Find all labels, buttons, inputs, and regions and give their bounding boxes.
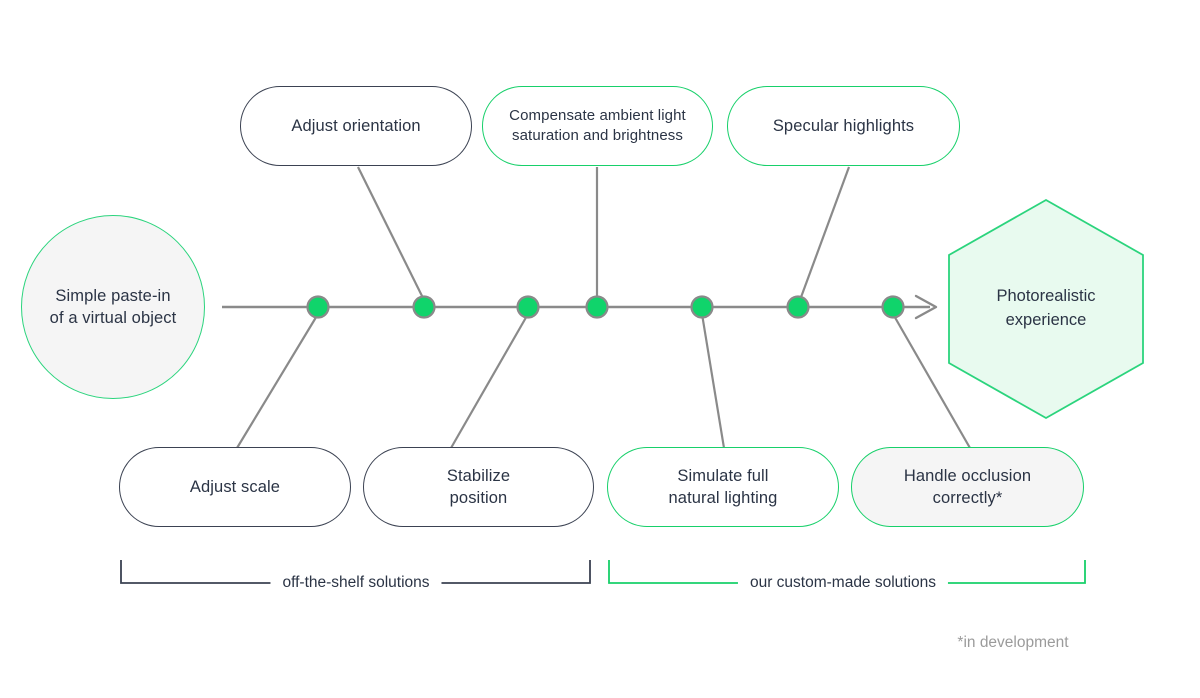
connector-simulate-natural-lighting	[700, 313, 726, 449]
spine-arrowhead	[914, 294, 938, 320]
bone-node-specular-highlights[interactable]: Specular highlights	[727, 86, 960, 166]
legend-label-off-the-shelf: off-the-shelf solutions	[270, 574, 442, 592]
connector-adjust-scale	[236, 313, 319, 449]
outcome-node-label: Photorealistic experience	[996, 287, 1096, 329]
head-node-label: Simple paste-in of a virtual object	[49, 286, 177, 327]
bone-label-simulate-natural-lighting: Simulate full natural lighting	[668, 466, 778, 507]
bone-label-compensate-ambient-light: Compensate ambient light saturation and …	[509, 106, 686, 144]
spine-dots	[306, 295, 905, 319]
legend-label-custom-made: our custom-made solutions	[737, 574, 949, 592]
connector-handle-occlusion	[892, 313, 971, 449]
bone-label-specular-highlights: Specular highlights	[772, 116, 915, 135]
bone-node-stabilize-position[interactable]: Stabilize position	[363, 447, 594, 527]
spine-dot	[881, 295, 905, 319]
spine-dot	[786, 295, 810, 319]
bone-node-simulate-natural-lighting[interactable]: Simulate full natural lighting	[607, 447, 839, 527]
bone-label-adjust-scale: Adjust scale	[189, 477, 281, 496]
footnote-in-development: *in development	[957, 634, 1069, 651]
spine-dot	[585, 295, 609, 319]
bone-label-adjust-orientation: Adjust orientation	[291, 116, 421, 135]
bone-label-handle-occlusion: Handle occlusion correctly*	[903, 466, 1032, 507]
bone-node-adjust-scale[interactable]: Adjust scale	[119, 447, 351, 527]
bone-node-handle-occlusion[interactable]: Handle occlusion correctly*	[851, 447, 1084, 527]
bone-node-adjust-orientation[interactable]: Adjust orientation	[240, 86, 472, 166]
spine-dot	[516, 295, 540, 319]
connector-stabilize-position	[450, 313, 529, 449]
connector-specular-highlights	[798, 166, 851, 301]
connector-adjust-orientation	[357, 166, 425, 301]
outcome-node-photorealistic-experience[interactable]: Photorealistic experience	[949, 200, 1143, 418]
bone-label-stabilize-position: Stabilize position	[446, 466, 511, 507]
bone-node-compensate-ambient-light[interactable]: Compensate ambient light saturation and …	[482, 86, 713, 166]
head-node-simple-paste-in[interactable]: Simple paste-in of a virtual object	[21, 215, 205, 399]
outcome-hexagon-shape	[948, 198, 1144, 420]
spine-dot	[412, 295, 436, 319]
spine-dot	[690, 295, 714, 319]
spine-dot	[306, 295, 330, 319]
